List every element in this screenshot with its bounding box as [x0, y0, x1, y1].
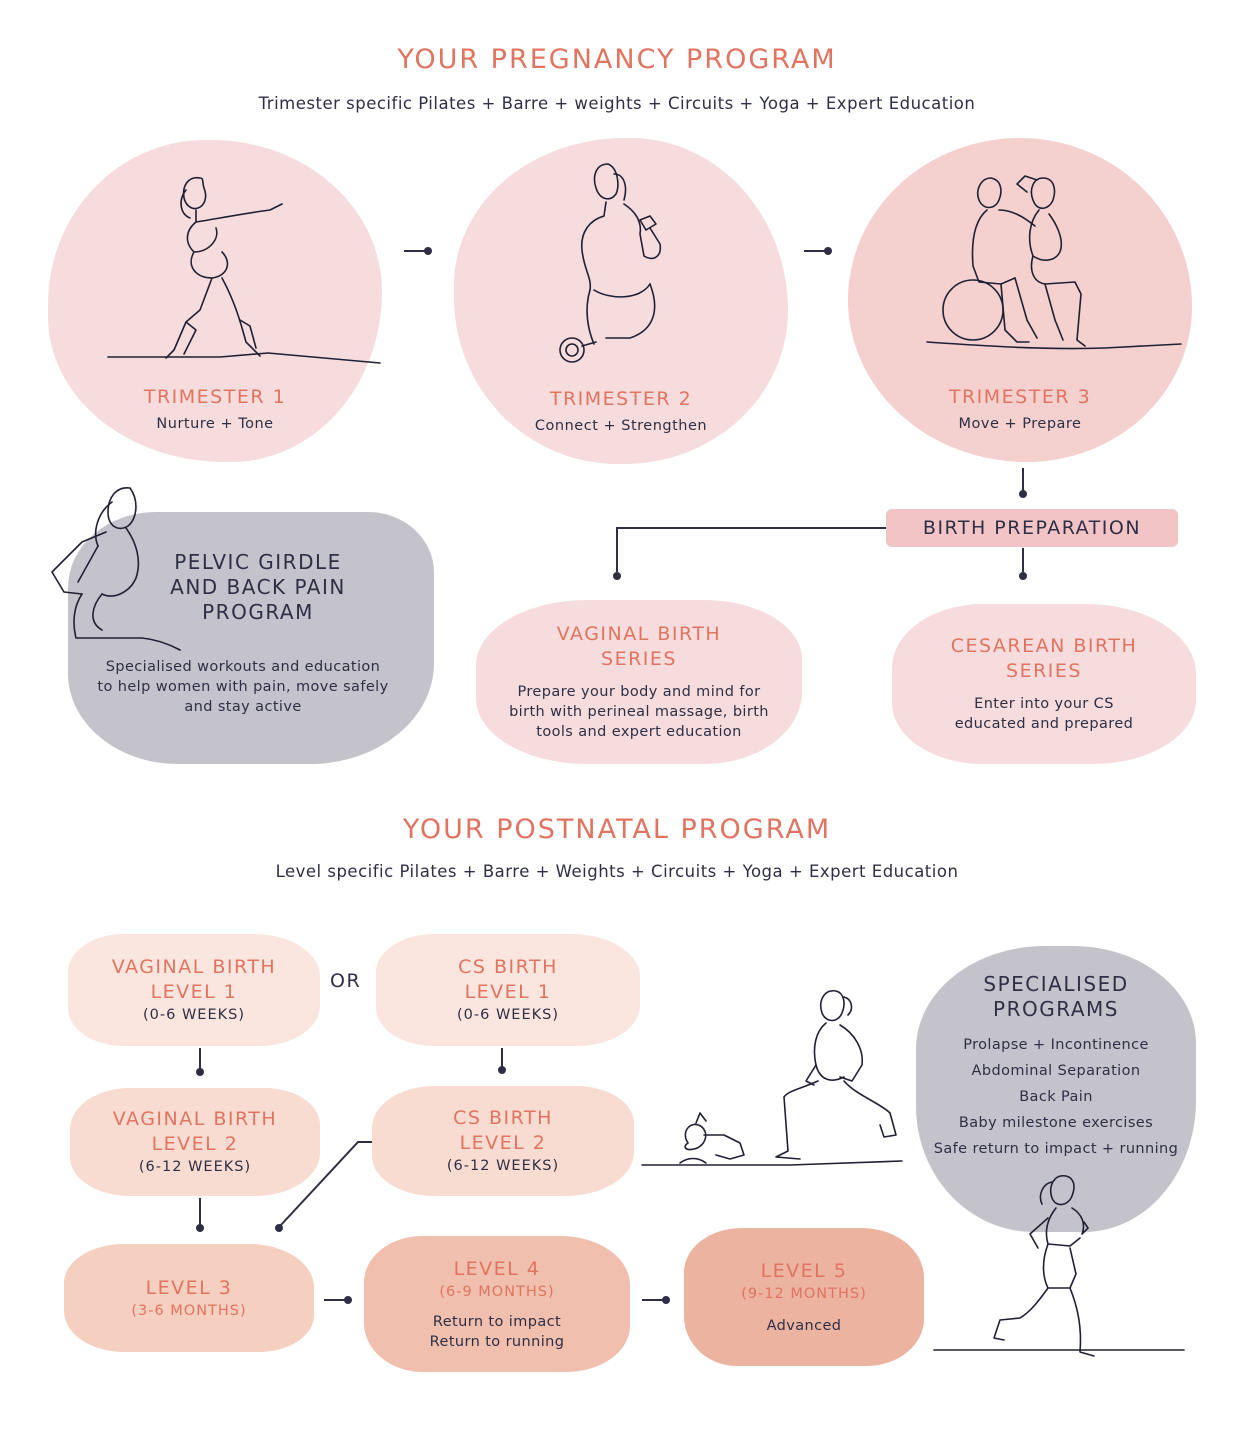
specialised-item: Prolapse + Incontinence	[963, 1037, 1149, 1053]
specialised-title-line-1: SPECIALISED	[983, 972, 1129, 996]
trimester-1-card: TRIMESTER 1 Nurture + Tone	[48, 140, 382, 462]
level-3-title: LEVEL 3	[145, 1276, 233, 1299]
pelvic-title-line-2: AND BACK PAIN	[170, 575, 346, 599]
vb2-period: (6-12 WEEKS)	[138, 1159, 252, 1175]
vb1-title-line-1: VAGINAL BIRTH	[111, 956, 277, 978]
woman-lunge-stretch-illustration	[107, 176, 381, 364]
vaginal-birth-level-1-card: VAGINAL BIRTH LEVEL 1 (0-6 WEEKS)	[68, 934, 320, 1046]
birth-preparation-text: BIRTH PREPARATION	[922, 517, 1142, 539]
trimester-1-subtitle: Nurture + Tone	[156, 416, 274, 432]
vaginal-series-text-line-2: birth with perineal massage, birth	[509, 704, 769, 720]
connector-dot	[662, 1296, 670, 1304]
pregnancy-connectors	[404, 247, 1027, 580]
vaginal-birth-series-card: VAGINAL BIRTH SERIES Prepare your body a…	[476, 600, 802, 764]
birth-preparation-label: BIRTH PREPARATION	[886, 509, 1178, 547]
trimester-2-subtitle: Connect + Strengthen	[534, 418, 708, 434]
cesarean-series-text-line-2: educated and prepared	[954, 716, 1134, 732]
cs1-period: (0-6 WEEKS)	[457, 1007, 559, 1023]
level-4-text-line-1: Return to impact	[432, 1313, 562, 1330]
or-label: OR	[330, 970, 362, 992]
pelvic-text-line-2: to help women with pain, move safely	[97, 679, 389, 695]
pregnancy-title: YOUR PREGNANCY PROGRAM	[397, 44, 837, 75]
cs2-title-line-1: CS BIRTH	[453, 1107, 553, 1129]
woman-running-illustration	[933, 1175, 1185, 1357]
cs1-title-line-2: LEVEL 1	[464, 981, 552, 1003]
vb2-title-line-1: VAGINAL BIRTH	[112, 1108, 278, 1130]
level-3-card: LEVEL 3 (3-6 MONTHS)	[64, 1244, 314, 1352]
trimester-2-title: TRIMESTER 2	[549, 388, 693, 410]
trimester-3-subtitle: Move + Prepare	[958, 416, 1082, 432]
cesarean-birth-series-card: CESAREAN BIRTH SERIES Enter into your CS…	[892, 604, 1196, 764]
specialised-item: Safe return to impact + running	[933, 1141, 1179, 1157]
pregnancy-subtitle: Trimester specific Pilates + Barre + wei…	[258, 94, 976, 113]
connector-dot	[275, 1224, 283, 1232]
level-4-period: (6-9 MONTHS)	[439, 1283, 555, 1300]
level-3-period: (3-6 MONTHS)	[131, 1302, 247, 1319]
vaginal-birth-level-2-card: VAGINAL BIRTH LEVEL 2 (6-12 WEEKS)	[70, 1088, 320, 1196]
postnatal-title: YOUR POSTNATAL PROGRAM	[402, 814, 832, 845]
connector-cs2-level3	[279, 1141, 372, 1227]
level-5-title: LEVEL 5	[760, 1259, 848, 1282]
vaginal-series-title-line-2: SERIES	[601, 648, 677, 670]
trimester-3-card: TRIMESTER 3 Move + Prepare	[848, 138, 1192, 462]
vb2-title-line-2: LEVEL 2	[151, 1133, 239, 1155]
connector-dot	[344, 1296, 352, 1304]
cs2-title-line-2: LEVEL 2	[459, 1132, 547, 1154]
level-4-text-line-2: Return to running	[429, 1333, 565, 1350]
trimester-3-title: TRIMESTER 3	[948, 386, 1092, 408]
couple-birthing-ball-illustration	[926, 175, 1182, 350]
level-5-period: (9-12 MONTHS)	[741, 1285, 867, 1302]
postnatal-subtitle: Level specific Pilates + Barre + Weights…	[275, 862, 959, 881]
trimester-2-card: TRIMESTER 2 Connect + Strengthen	[454, 138, 788, 464]
level-5-card: LEVEL 5 (9-12 MONTHS) Advanced	[684, 1228, 924, 1366]
level-4-card: LEVEL 4 (6-9 MONTHS) Return to impact Re…	[364, 1236, 630, 1372]
cs-birth-level-2-card: CS BIRTH LEVEL 2 (6-12 WEEKS)	[372, 1086, 634, 1196]
cesarean-series-text-line-1: Enter into your CS	[974, 696, 1114, 712]
specialised-item: Abdominal Separation	[971, 1063, 1141, 1079]
connector-dot	[424, 247, 432, 255]
vaginal-series-text-line-1: Prepare your body and mind for	[517, 684, 761, 700]
connector-dot	[1019, 490, 1027, 498]
specialised-title-line-2: PROGRAMS	[993, 997, 1119, 1021]
connector-birthprep-vaginal	[616, 527, 886, 572]
pelvic-text-line-3: and stay active	[184, 699, 302, 715]
vb1-period: (0-6 WEEKS)	[143, 1007, 245, 1023]
specialised-item: Back Pain	[1019, 1089, 1093, 1105]
level-5-text-line-1: Advanced	[766, 1317, 842, 1334]
cesarean-series-title-line-2: SERIES	[1006, 660, 1082, 682]
level-4-title: LEVEL 4	[453, 1257, 541, 1280]
vaginal-series-title-line-1: VAGINAL BIRTH	[556, 623, 722, 645]
vb1-title-line-2: LEVEL 1	[150, 981, 238, 1003]
pelvic-title-line-1: PELVIC GIRDLE	[174, 550, 342, 574]
specialised-programs-card: SPECIALISED PROGRAMS Prolapse + Incontin…	[916, 946, 1196, 1232]
cs2-period: (6-12 WEEKS)	[446, 1158, 560, 1174]
mother-lunge-with-baby-illustration	[641, 990, 903, 1166]
woman-dumbbell-illustration	[559, 163, 662, 363]
pregnant-woman-back-pain-illustration	[51, 487, 181, 651]
connector-dot	[1019, 572, 1027, 580]
connector-dot	[196, 1068, 204, 1076]
specialised-item: Baby milestone exercises	[958, 1115, 1154, 1131]
cs-birth-level-1-card: CS BIRTH LEVEL 1 (0-6 WEEKS)	[376, 934, 640, 1046]
cs1-title-line-1: CS BIRTH	[458, 956, 558, 978]
cesarean-series-title-line-1: CESAREAN BIRTH	[950, 635, 1138, 657]
connector-dot	[498, 1066, 506, 1074]
connector-dot	[613, 572, 621, 580]
connector-dot	[824, 247, 832, 255]
trimester-1-title: TRIMESTER 1	[143, 386, 287, 408]
connector-dot	[196, 1224, 204, 1232]
vaginal-series-text-line-3: tools and expert education	[536, 724, 742, 740]
pelvic-title-line-3: PROGRAM	[202, 600, 314, 624]
pelvic-text-line-1: Specialised workouts and education	[105, 659, 381, 675]
